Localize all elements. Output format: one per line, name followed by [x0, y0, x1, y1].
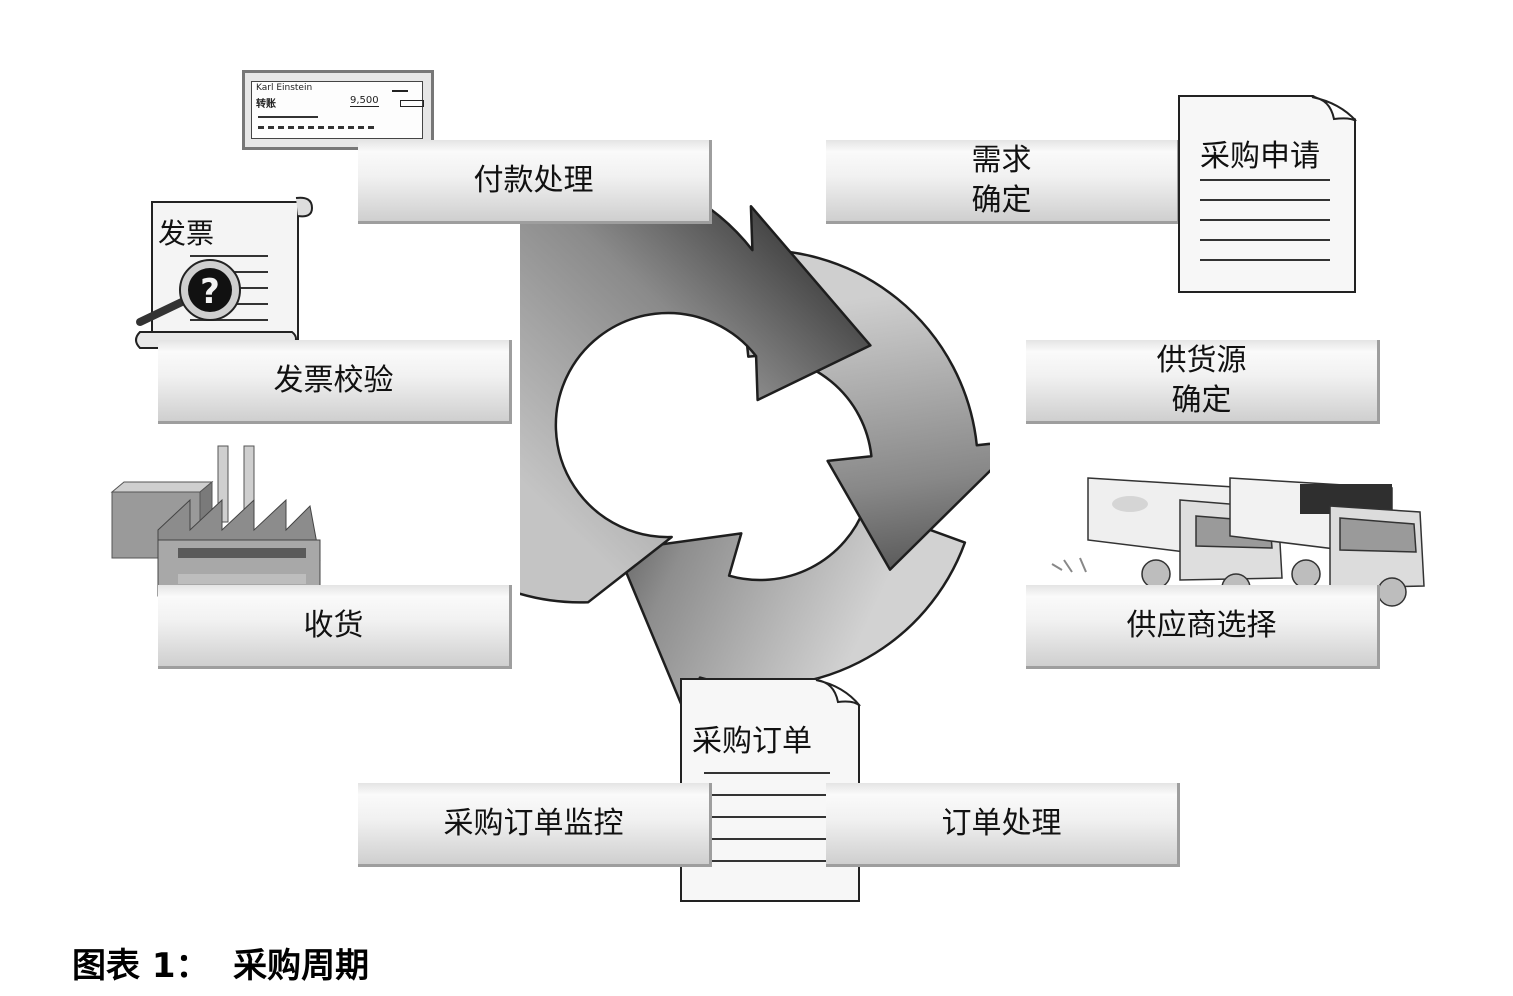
- step-payment-label: 付款处理: [473, 162, 594, 198]
- step-order-processing-label: 订单处理: [941, 805, 1062, 841]
- svg-text:?: ?: [200, 272, 220, 312]
- page-fold-icon: [1311, 96, 1357, 122]
- purchase-requisition-doc: 采购申请: [1178, 95, 1356, 293]
- step-source-determination: 供货源 确定: [1026, 340, 1380, 424]
- step-invoice-verification: 发票校验: [158, 340, 512, 424]
- invoice-label: 发票: [158, 217, 215, 250]
- purchase-order-label: 采购订单: [692, 724, 812, 759]
- step-order-processing: 订单处理: [826, 783, 1180, 867]
- trucks-icon: [1051, 477, 1425, 607]
- cycle-arrow-bottom: [615, 505, 967, 710]
- check-icon: Karl Einstein 转账 9,500: [242, 70, 434, 150]
- purchase-requisition-label: 采购申请: [1200, 139, 1320, 174]
- check-amount: 9,500: [350, 95, 379, 107]
- step-goods-receipt: 收货: [158, 585, 512, 669]
- step-payment: 付款处理: [358, 140, 712, 224]
- step-po-monitoring-label: 采购订单监控: [443, 805, 624, 841]
- check-name: Karl Einstein: [256, 83, 313, 93]
- cycle-arrows-icon: [520, 190, 990, 710]
- step-vendor-selection-label: 供应商选择: [1126, 607, 1277, 643]
- step-vendor-selection: 供应商选择: [1026, 585, 1380, 669]
- step-invoice-verification-label: 发票校验: [273, 362, 394, 398]
- check-label: 转账: [256, 99, 276, 110]
- figure-caption: 图表 1： 采购周期: [72, 946, 370, 986]
- factory-icon: [110, 445, 321, 597]
- magnifier-question-icon: ?: [136, 259, 241, 326]
- step-source-determination-label: 供货源 确定: [1156, 342, 1247, 418]
- step-po-monitoring: 采购订单监控: [358, 783, 712, 867]
- step-requirement-label: 需求 确定: [971, 142, 1032, 218]
- step-goods-receipt-label: 收货: [303, 607, 364, 643]
- page-fold-icon-2: [815, 679, 861, 707]
- step-requirement: 需求 确定: [826, 140, 1180, 224]
